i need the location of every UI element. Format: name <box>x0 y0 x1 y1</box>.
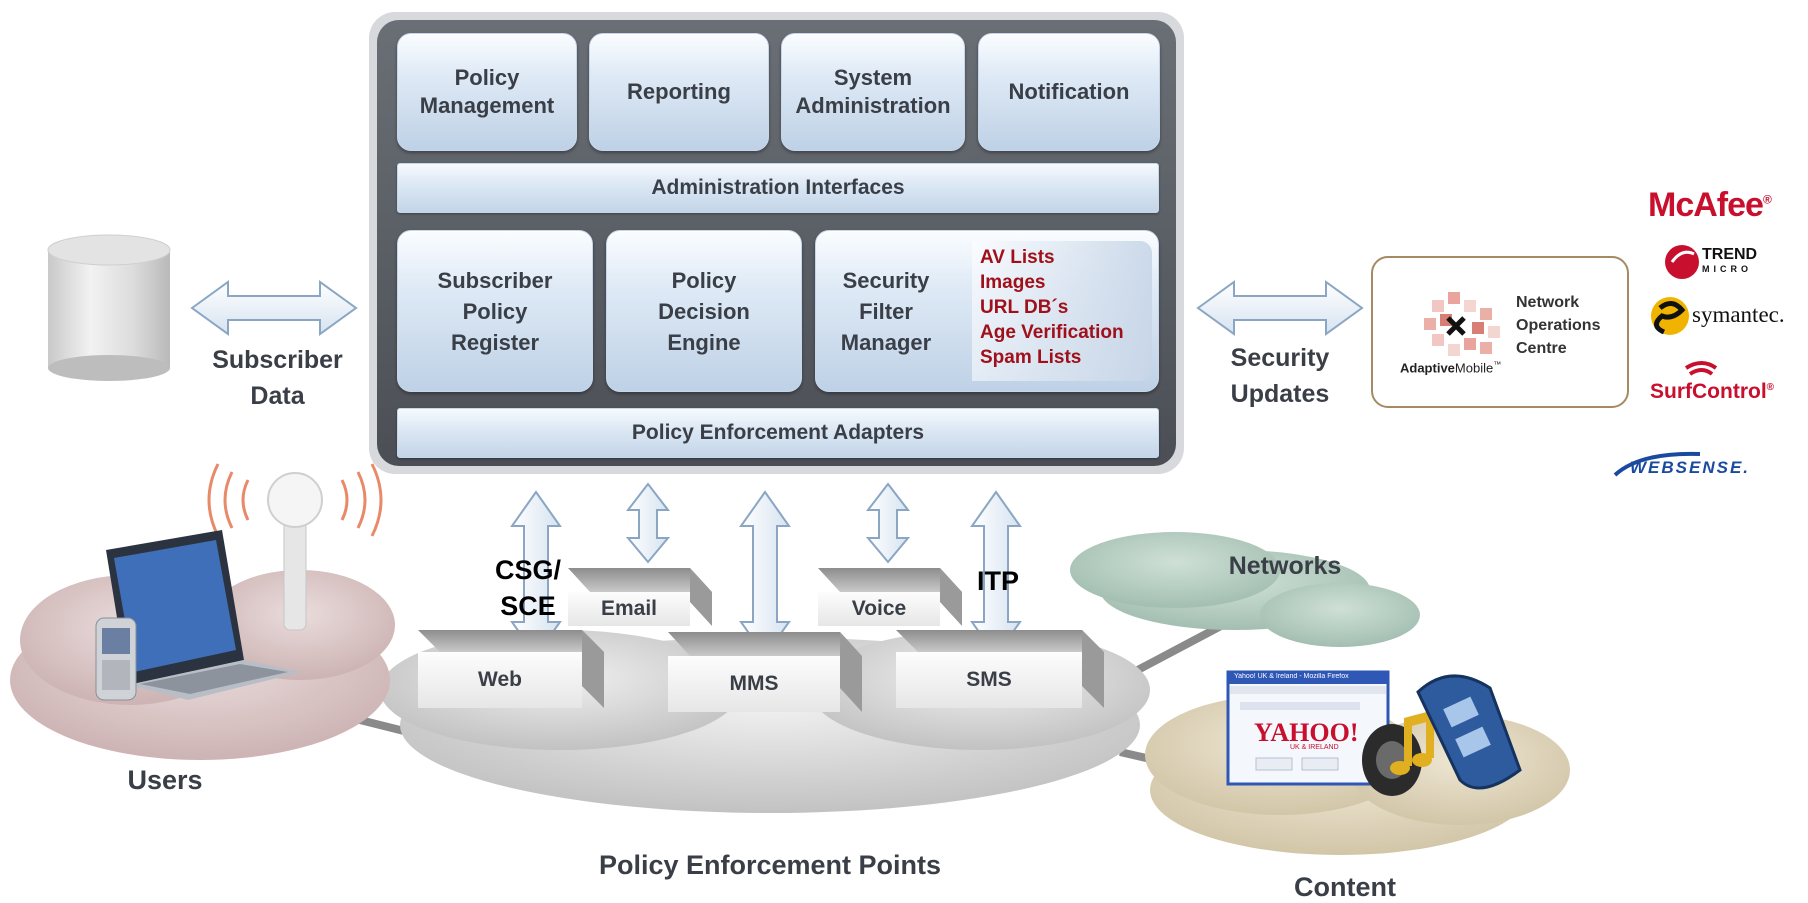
mms-node-box <box>668 632 862 712</box>
sms-node: SMS <box>896 652 1082 708</box>
trend-micro-logo-icon <box>1665 245 1699 279</box>
filter-list-item: AV Lists <box>980 247 1055 268</box>
subscriber-data-label: Subscriber Data <box>212 346 343 410</box>
mms-arrow <box>739 490 791 658</box>
itp-label: ITP <box>976 566 1019 596</box>
sms-node-box <box>896 630 1104 708</box>
websense-wordmark: WEBSENSE. <box>1630 458 1751 477</box>
adaptivemobile-tm: ™ <box>1493 360 1502 369</box>
filter-lists-panel: AV Lists Images URL DB´s Age Verificatio… <box>972 241 1152 381</box>
content-label: Content <box>1294 872 1396 902</box>
subscriber-policy-register-tile: Subscriber Policy Register <box>397 230 593 392</box>
micro-wordmark: MICRO <box>1702 264 1752 274</box>
adaptivemobile-wordmark: AdaptiveMobile™ <box>1400 360 1501 375</box>
policy-management-tile: Policy Management <box>397 33 577 151</box>
policy-enforcement-adapters-label: Policy Enforcement Adapters <box>631 421 925 444</box>
reporting-label: Reporting <box>627 79 731 104</box>
wireless-antenna-icon <box>207 463 383 631</box>
notification-tile: Notification <box>978 33 1160 151</box>
mcafee-wordmark: McAfee <box>1648 186 1764 224</box>
policy-decision-engine-tile: Policy Decision Engine <box>606 230 802 392</box>
filter-list-item: URL DB´s <box>980 297 1069 318</box>
notification-label: Notification <box>1008 79 1130 104</box>
voice-node: Voice <box>818 592 940 626</box>
browser-window-icon <box>1226 670 1390 786</box>
web-node: Web <box>418 652 582 708</box>
yahoo-sub: UK & IRELAND <box>1290 744 1339 751</box>
websense-logo-icon <box>1613 451 1701 477</box>
system-administration-label: System Administration <box>795 65 951 118</box>
adaptivemobile-wordmark-bold: Adaptive <box>1400 360 1455 376</box>
laptop-icon <box>106 530 302 700</box>
symantec-wordmark: symantec. <box>1692 302 1785 327</box>
security-filter-manager-tile: Security Filter Manager AV Lists Images … <box>815 230 1159 392</box>
email-node-box <box>568 568 712 626</box>
policy-enforcement-adapters-bar: Policy Enforcement Adapters <box>397 408 1159 458</box>
mcafee-logo: McAfee® <box>1648 186 1772 224</box>
film-reel-icon <box>1416 674 1522 790</box>
policy-management-label: Policy Management <box>419 65 555 118</box>
security-filter-manager-label: Security Filter Manager <box>840 267 932 355</box>
policy-enforcement-points-title: Policy Enforcement Points <box>598 850 942 880</box>
security-updates-label: Security Updates <box>1230 344 1330 408</box>
security-updates-arrow <box>1196 280 1364 336</box>
surfcontrol-wordmark: SurfControl <box>1650 380 1767 403</box>
mms-node: MMS <box>668 656 840 712</box>
voice-node-label: Voice <box>851 597 907 620</box>
mms-node-label: MMS <box>729 672 779 695</box>
noc-label: Network Operations Centre <box>1516 294 1601 357</box>
policy-decision-engine-label: Policy Decision Engine <box>658 267 750 355</box>
email-node: Email <box>568 592 690 626</box>
adaptivemobile-logo-icon <box>1424 292 1500 356</box>
web-node-box <box>418 630 604 708</box>
filter-list-item: Age Verification <box>980 322 1124 343</box>
sms-node-label: SMS <box>966 668 1012 691</box>
web-node-label: Web <box>478 668 522 691</box>
system-administration-tile: System Administration <box>781 33 965 151</box>
networks-cloud <box>1070 532 1420 647</box>
subscriber-policy-register-label: Subscriber Policy Register <box>437 267 553 355</box>
trend-micro-logo: TREND MICRO <box>1702 246 1758 276</box>
csg-sce-label: CSG/ SCE <box>494 555 561 621</box>
reporting-tile: Reporting <box>589 33 769 151</box>
filter-list-item: Images <box>980 272 1046 293</box>
filter-list-item: Spam Lists <box>980 347 1082 368</box>
email-node-label: Email <box>600 597 658 620</box>
surfcontrol-logo: SurfControl® <box>1650 380 1775 403</box>
administration-interfaces-bar: Administration Interfaces <box>397 163 1159 213</box>
symantec-logo-icon <box>1651 297 1689 335</box>
voice-arrow <box>865 482 911 564</box>
mobile-phone-icon <box>95 617 137 701</box>
users-label: Users <box>127 765 203 795</box>
subscriber-database-icon <box>47 234 171 381</box>
subscriber-data-arrow <box>190 280 358 336</box>
yahoo-logo: YAHOO! <box>1254 718 1359 747</box>
networks-label: Networks <box>1228 552 1342 580</box>
trend-wordmark: TREND <box>1702 246 1758 263</box>
administration-interfaces-label: Administration Interfaces <box>651 176 905 199</box>
email-arrow <box>625 482 671 564</box>
music-icon <box>1362 710 1434 796</box>
voice-node-box <box>818 568 962 626</box>
surfcontrol-logo-icon <box>1684 361 1718 376</box>
adaptivemobile-wordmark-rest: Mobile <box>1454 360 1494 376</box>
browser-title: Yahoo! UK & Ireland - Mozilla Firefox <box>1234 673 1349 680</box>
